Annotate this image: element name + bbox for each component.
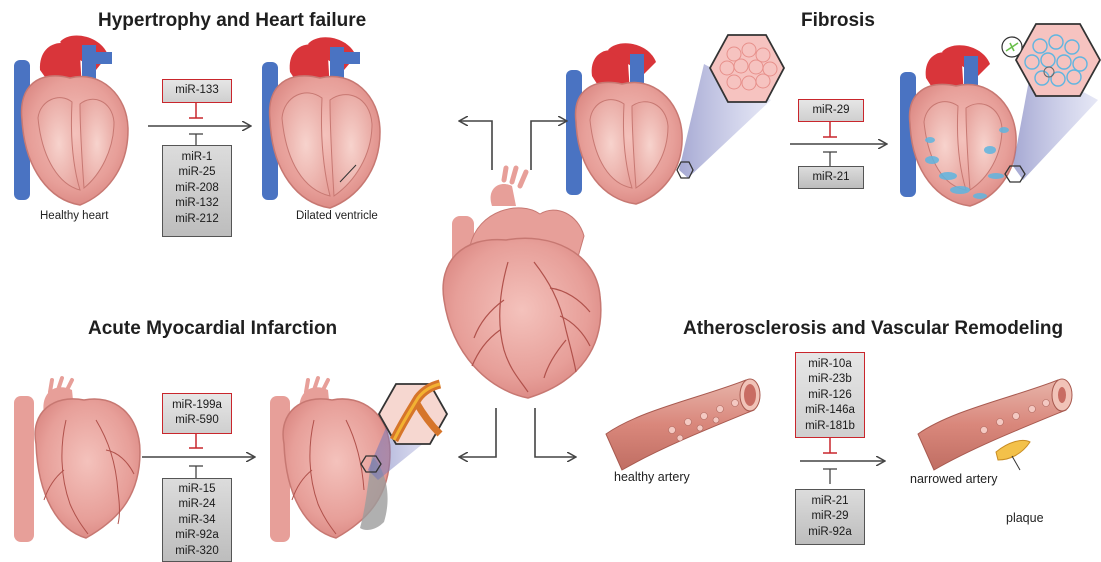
mirna-label: miR-181b: [796, 419, 864, 434]
athero-pathway-arrow: [800, 438, 884, 484]
mirna-label: miR-1: [163, 150, 231, 165]
infarcted-heart-illustration: [270, 378, 447, 542]
mirna-label: miR-21: [796, 494, 864, 509]
mirna-label: miR-208: [163, 181, 231, 196]
fibrosis-promoter-box: miR-21: [798, 166, 864, 189]
fibrosis-pathway-arrow: [790, 122, 886, 166]
mirna-label: miR-133: [163, 83, 231, 98]
mirna-label: miR-320: [163, 544, 231, 559]
hypertrophy-title: Hypertrophy and Heart failure: [98, 10, 366, 32]
narrowed-artery-illustration: [918, 379, 1072, 470]
mirna-label: miR-92a: [796, 525, 864, 540]
ami-title: Acute Myocardial Infarction: [88, 318, 337, 340]
mirna-label: miR-29: [799, 103, 863, 118]
fibrosis-inhibitor-box: miR-29: [798, 99, 864, 122]
ami-healthy-heart-illustration: [14, 378, 140, 542]
hypertrophy-promoter-box: miR-1 miR-25 miR-208 miR-132 miR-212: [162, 145, 232, 237]
hypertrophy-inhibitor-box: miR-133: [162, 79, 232, 103]
mirna-label: miR-34: [163, 513, 231, 528]
athero-inhibitor-box: miR-10a miR-23b miR-126 miR-146a miR-181…: [795, 352, 865, 438]
mirna-label: miR-132: [163, 196, 231, 211]
mirna-label: miR-199a: [163, 398, 231, 413]
narrowed-artery-caption: narrowed artery: [910, 472, 998, 486]
central-heart-illustration: [443, 168, 601, 398]
mirna-label: miR-21: [799, 170, 863, 185]
mirna-label: miR-212: [163, 212, 231, 227]
athero-promoter-box: miR-21 miR-29 miR-92a: [795, 489, 865, 545]
mirna-label: miR-126: [796, 388, 864, 403]
mirna-label: miR-25: [163, 165, 231, 180]
plaque-caption: plaque: [1006, 511, 1044, 525]
mirna-label: miR-23b: [796, 372, 864, 387]
mirna-label: miR-29: [796, 509, 864, 524]
dilated-ventricle-caption: Dilated ventricle: [296, 210, 378, 222]
ami-pathway-arrow: [142, 434, 254, 478]
ami-promoter-box: miR-15 miR-24 miR-34 miR-92a miR-320: [162, 478, 232, 562]
fibrosis-title: Fibrosis: [801, 10, 875, 32]
mirna-label: miR-15: [163, 482, 231, 497]
dilated-heart-illustration: [262, 37, 380, 208]
fibrosis-healthy-heart-illustration: [566, 35, 784, 204]
mirna-label: miR-24: [163, 497, 231, 512]
ami-inhibitor-box: miR-199a miR-590: [162, 393, 232, 434]
healthy-artery-caption: healthy artery: [614, 470, 690, 484]
mirna-label: miR-590: [163, 413, 231, 428]
mirna-label: miR-10a: [796, 357, 864, 372]
athero-title: Atherosclerosis and Vascular Remodeling: [683, 318, 1063, 340]
healthy-heart-illustration: [14, 36, 128, 205]
mirna-label: miR-146a: [796, 403, 864, 418]
mirna-label: miR-92a: [163, 528, 231, 543]
healthy-heart-caption: Healthy heart: [40, 210, 108, 222]
healthy-artery-illustration: [606, 379, 760, 470]
fibrotic-heart-illustration: [900, 24, 1100, 206]
hypertrophy-pathway-arrow: [148, 103, 250, 145]
